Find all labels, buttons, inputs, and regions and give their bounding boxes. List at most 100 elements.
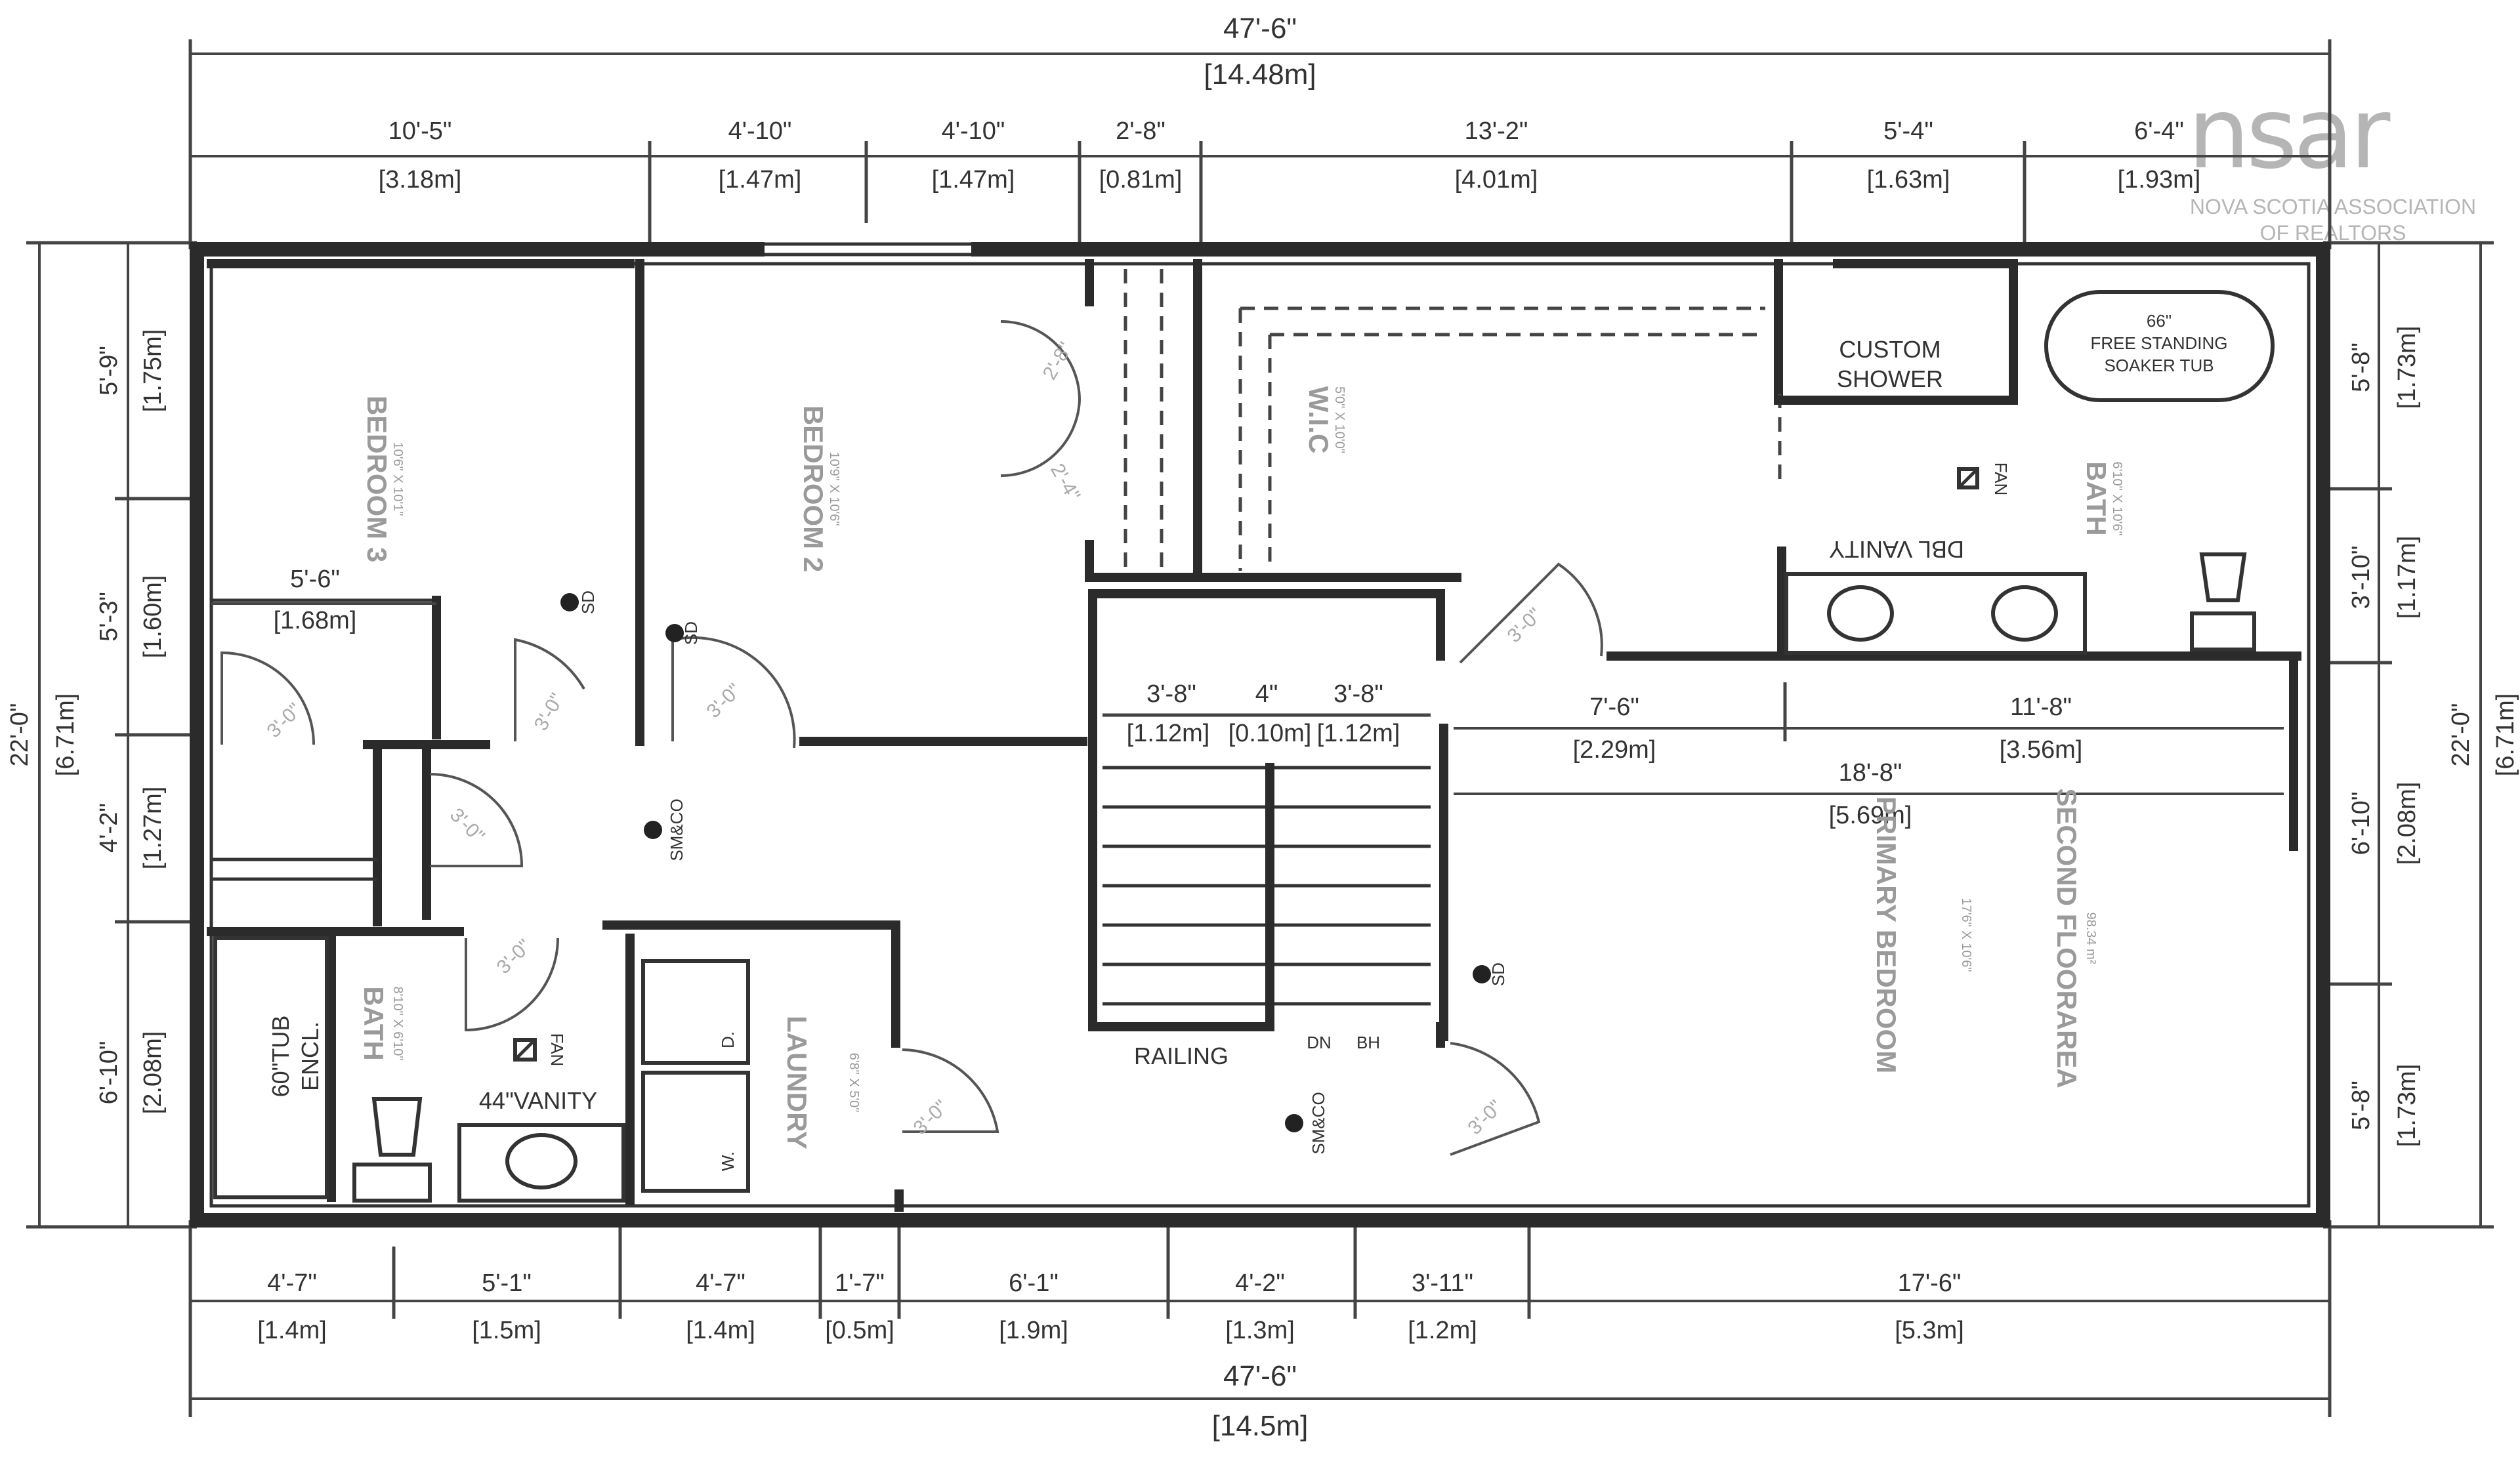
sink-1 <box>1827 585 1894 642</box>
top-total-ft: 47'-6" <box>1223 12 1297 45</box>
door-label-8: 3'-0" <box>1503 604 1546 647</box>
right-total-ft: 22'-0" <box>2447 703 2475 767</box>
right-total-m: [6.71m] <box>2492 693 2519 777</box>
stair-bh-label: BH <box>1356 1033 1380 1052</box>
laundry-size: 6'8" X 5'0" <box>847 1053 861 1113</box>
ensuite-name: BATH <box>2081 461 2112 536</box>
smco-detector-hall <box>644 821 662 839</box>
shower-text-2: SHOWER <box>1837 365 1943 392</box>
tub-text-3: SOAKER TUB <box>2104 356 2214 375</box>
right-dimensions: 22'-0" [6.71m] 5'-8" [1.73m] 3'-10" [1.1… <box>2323 241 2519 1229</box>
second-floor-name: SECOND FLOORAREA <box>2051 788 2082 1088</box>
bottom-dim-6-m: [1.3m] <box>1225 1317 1295 1344</box>
bottom-dim-5-m: [1.9m] <box>999 1317 1068 1344</box>
door-label-4: 3'-0" <box>446 804 489 847</box>
left-dim-4-ft: 6'-10" <box>95 1041 123 1105</box>
left-total-m: [6.71m] <box>52 693 79 777</box>
ensuite-size: 6'10" X 10'6" <box>2110 461 2124 535</box>
stair-dim-1-m: [1.12m] <box>1127 720 1210 747</box>
wic-name: W.I.C <box>1303 386 1334 454</box>
top-dim-1-ft: 10'-5" <box>388 117 452 145</box>
bottom-total-ft: 47'-6" <box>1223 1360 1297 1392</box>
stair-dim-2-ft: 4" <box>1255 680 1278 708</box>
primary-dim-a-m: [2.29m] <box>1573 736 1656 764</box>
door-label-5: 3'-0" <box>492 935 536 978</box>
detectors: SD SD SM&CO SM&CO SD <box>560 590 1508 1155</box>
right-dim-2-ft: 3'-10" <box>2347 546 2375 609</box>
top-dim-1-m: [3.18m] <box>379 166 462 194</box>
washer-label: W. <box>718 1151 738 1171</box>
bottom-dim-2-m: [1.5m] <box>472 1317 541 1344</box>
logo-line-2: OF REALTORS <box>2260 221 2406 245</box>
bottom-dim-4-m: [0.5m] <box>825 1317 894 1344</box>
left-dimensions: 22'-0" [6.71m] 5'-9" [1.75m] 5'-3" [1.60… <box>6 241 197 1229</box>
door-label-3: 3'-0" <box>702 679 746 722</box>
main-sink <box>505 1133 578 1189</box>
bottom-dim-7-m: [1.2m] <box>1408 1317 1477 1344</box>
left-dim-3-m: [1.27m] <box>139 787 167 870</box>
door-label-7: 2'-4" <box>1046 460 1084 505</box>
ensuite-fan-label: FAN <box>1991 463 2011 496</box>
top-dim-3-ft: 4'-10" <box>942 117 1005 145</box>
stair-dim-2-m: [0.10m] <box>1228 720 1312 747</box>
stair-dn-label: DN <box>1307 1033 1332 1052</box>
interior-dimensions: 5'-6" [1.68m] 3'-8" [1.12m] 4" [0.10m] 3… <box>211 566 2284 829</box>
bottom-dim-8-ft: 17'-6" <box>1898 1269 1962 1297</box>
left-total-ft: 22'-0" <box>6 703 33 767</box>
left-dim-2-ft: 5'-3" <box>95 592 123 642</box>
closet-dim-ft: 5'-6" <box>290 566 340 593</box>
top-dimensions: 47'-6" [14.48m] 10'-5" [3.18m] 4'-10" [1… <box>188 12 2332 249</box>
bottom-dim-4-ft: 1'-7" <box>835 1269 885 1297</box>
top-dim-7-m: [1.93m] <box>2118 166 2201 194</box>
primary-total-m: [5.69m] <box>1829 802 1912 829</box>
bedroom2-name: BEDROOM 2 <box>798 405 829 572</box>
bottom-dim-3-m: [1.4m] <box>686 1317 755 1344</box>
sink-2 <box>1991 585 2058 642</box>
closet-dim-m: [1.68m] <box>274 607 357 634</box>
bottom-dim-3-ft: 4'-7" <box>696 1269 746 1297</box>
laundry-name: LAUNDRY <box>782 1016 812 1149</box>
logo-line-1: NOVA SCOTIA ASSOCIATION <box>2190 195 2476 218</box>
dryer <box>641 959 750 1065</box>
right-dim-4-ft: 5'-8" <box>2347 1081 2375 1130</box>
tub-main-text-2: ENCL. <box>297 1021 324 1091</box>
fixtures: 66" FREE STANDING SOAKER TUB CUSTOM SHOW… <box>213 290 2275 1203</box>
top-dim-2-ft: 4'-10" <box>728 117 792 145</box>
dbl-vanity-label: DBL VANITY <box>1829 536 1964 563</box>
left-dim-4-m: [2.08m] <box>139 1031 167 1115</box>
bottom-dim-2-ft: 5'-1" <box>482 1269 532 1297</box>
top-total-m: [14.48m] <box>1204 58 1316 91</box>
top-dim-2-m: [1.47m] <box>719 166 802 194</box>
left-dim-1-ft: 5'-9" <box>95 346 123 396</box>
nsar-logo: nsar NOVA SCOTIA ASSOCIATION OF REALTORS <box>2188 77 2477 245</box>
smoke-detector-primary <box>1473 965 1491 983</box>
bottom-dim-8-m: [5.3m] <box>1895 1317 1964 1344</box>
primary-name: PRIMARY BEDROOM <box>1871 796 1902 1073</box>
bathtub-main <box>213 936 329 1199</box>
left-dim-2-m: [1.60m] <box>139 575 167 659</box>
bottom-dimensions: 4'-7" [1.4m] 5'-1" [1.5m] 4'-7" [1.4m] 1… <box>188 1220 2332 1442</box>
walls <box>190 241 2330 1228</box>
wic-size: 5'0" X 10'0" <box>1332 386 1347 453</box>
primary-dim-a-ft: 7'-6" <box>1589 693 1639 721</box>
top-dim-5-m: [4.01m] <box>1455 166 1538 194</box>
bottom-total-m: [14.5m] <box>1212 1410 1309 1442</box>
right-dim-3-m: [2.08m] <box>2393 782 2421 865</box>
soaker-tub <box>2044 290 2275 402</box>
right-dim-4-m: [1.73m] <box>2393 1064 2421 1147</box>
right-dim-3-ft: 6'-10" <box>2347 792 2375 856</box>
tub-text-2: FREE STANDING <box>2091 333 2228 353</box>
left-dim-1-m: [1.75m] <box>139 329 167 413</box>
toilet-tank-ensuite <box>2190 611 2256 651</box>
right-dim-1-ft: 5'-8" <box>2347 342 2375 392</box>
bottom-dim-1-ft: 4'-7" <box>267 1269 317 1297</box>
dryer-label: D. <box>718 1031 738 1048</box>
primary-total-ft: 18'-8" <box>1839 759 1902 787</box>
bedroom2-size: 10'9" X 10'6" <box>827 451 841 526</box>
logo-wordmark: nsar <box>2188 77 2391 191</box>
door-swings <box>220 320 1603 1156</box>
tub-main-text-1: 60"TUB <box>267 1016 294 1098</box>
right-dim-1-m: [1.73m] <box>2393 326 2421 409</box>
sd-bed2-label: SD <box>681 621 701 645</box>
